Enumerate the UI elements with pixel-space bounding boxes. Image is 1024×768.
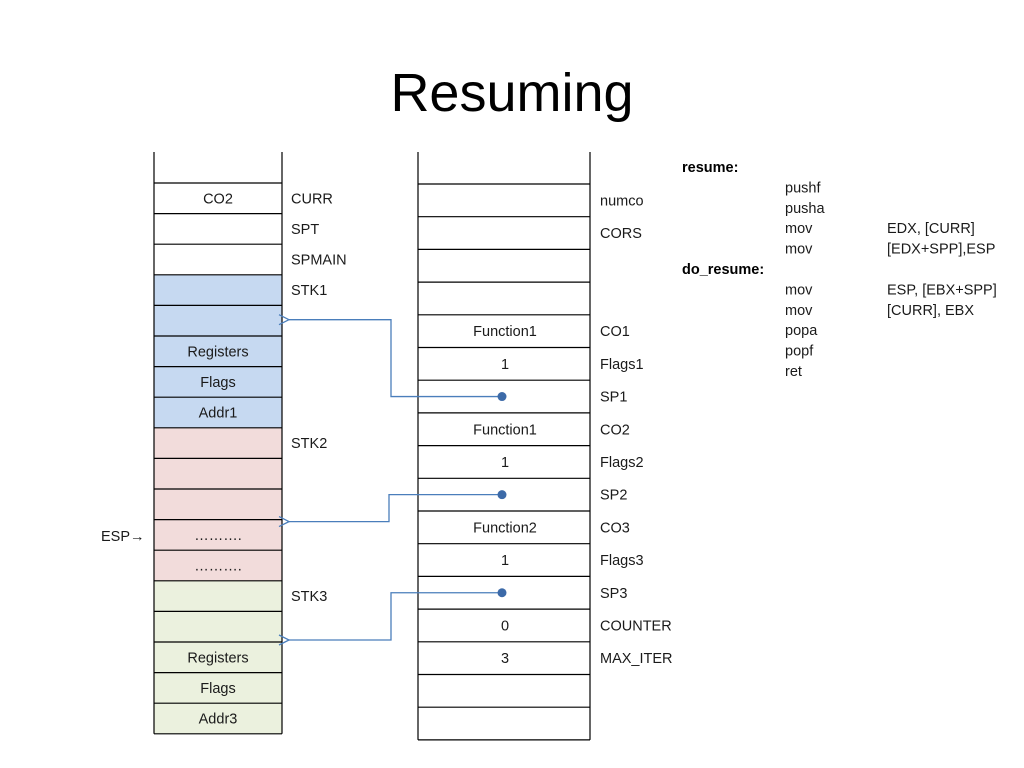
right-stack-cell <box>418 282 590 315</box>
instruction-args: [CURR], EBX <box>887 303 974 319</box>
do-resume-label: do_resume: <box>682 262 764 278</box>
instruction-op: pushf <box>785 180 821 196</box>
left-stack-cell <box>154 519 282 551</box>
instruction-args: ESP, [EBX+SPP] <box>887 282 997 298</box>
left-stack-cell <box>154 672 282 704</box>
right-stack-cell <box>418 412 590 446</box>
left-stack-cell <box>154 427 282 459</box>
right-cell-value: 1 <box>501 553 509 569</box>
instruction-op: popf <box>785 344 814 360</box>
instruction-op: mov <box>785 303 813 319</box>
right-stack-cell <box>418 674 590 708</box>
right-stack-cell <box>418 347 590 381</box>
left-stack-cell <box>154 642 282 673</box>
assembly-code: resume: pushf pusha mov EDX, [CURR] mov [EDX+S… <box>682 160 997 380</box>
left-stack-cell <box>154 611 282 642</box>
pointer-dot <box>497 490 507 500</box>
right-cell-value: 3 <box>501 651 509 667</box>
right-cell-value: Function1 <box>473 422 537 438</box>
instruction-op: ret <box>785 364 802 380</box>
right-stack-cell <box>418 314 590 348</box>
left-stack-cell <box>154 489 282 520</box>
left-stack-cell <box>154 458 282 489</box>
right-stack-cell <box>418 249 590 283</box>
instruction-op: pusha <box>785 201 825 217</box>
right-stack-cell <box>418 543 590 577</box>
right-cell-value: 1 <box>501 357 509 373</box>
right-cell-value: 0 <box>501 618 509 634</box>
right-stack-cell <box>418 707 590 740</box>
right-stack-cell <box>418 216 590 250</box>
right-cell-label: numco <box>600 193 644 209</box>
left-stack-cell <box>154 213 282 245</box>
left-stack-cell <box>154 397 282 428</box>
right-cell-label: CO3 <box>600 520 630 536</box>
stack-pointer-arrow <box>289 320 502 398</box>
right-stack-cell <box>418 184 590 217</box>
right-cell-label: COUNTER <box>600 618 672 634</box>
left-cell-value: ………. <box>194 559 242 575</box>
right-cell-label: SP2 <box>600 488 627 504</box>
left-cell-label: STK3 <box>291 589 327 605</box>
left-cell-label: SPT <box>291 222 319 238</box>
left-cell-label: STK2 <box>291 436 327 452</box>
left-cell-value: Registers <box>187 344 248 360</box>
left-stack-cell <box>154 244 282 275</box>
right-cell-value: Function1 <box>473 324 537 340</box>
right-cell-label: CO1 <box>600 324 630 340</box>
right-cell-label: CO2 <box>600 422 630 438</box>
left-stack-cell <box>154 183 282 214</box>
left-stack-cell <box>154 305 282 336</box>
right-cell-label: Flags3 <box>600 553 644 569</box>
left-cell-label: CURR <box>291 191 333 207</box>
right-stack-cell <box>418 511 590 544</box>
left-stack-cell <box>154 580 282 612</box>
instruction-args: EDX, [CURR] <box>887 221 975 237</box>
stack-pointer-arrow <box>289 592 502 640</box>
right-stack-cell <box>418 152 590 184</box>
right-cell-label: MAX_ITER <box>600 651 673 667</box>
left-stack-cell <box>154 152 282 183</box>
right-stack-cell <box>418 641 590 675</box>
esp-pointer-label: ESP→ <box>101 529 145 545</box>
left-stack-cell <box>154 366 282 398</box>
pointer-dot <box>497 588 507 598</box>
resume-label: resume: <box>682 160 738 176</box>
left-cell-value: Addr1 <box>199 406 238 422</box>
right-cell-label: Flags1 <box>600 357 644 373</box>
right-cell-label: CORS <box>600 226 642 242</box>
right-cell-value: 1 <box>501 455 509 471</box>
right-cell-label: SP1 <box>600 390 627 406</box>
left-cell-label: STK1 <box>291 283 327 299</box>
left-cell-value: Flags <box>200 375 235 391</box>
right-cell-value: Function2 <box>473 520 537 536</box>
right-stack-cell <box>418 609 590 642</box>
stack-pointer-arrow <box>289 493 502 522</box>
instruction-args: [EDX+SPP],ESP <box>887 242 995 258</box>
right-cell-label: Flags2 <box>600 455 644 471</box>
left-cell-value: CO2 <box>203 191 233 207</box>
left-stack-cell <box>154 274 282 306</box>
left-cell-value: Flags <box>200 681 235 697</box>
left-cell-value: ………. <box>194 528 242 544</box>
left-cell-value: Addr3 <box>199 712 238 728</box>
left-stack-cell <box>154 550 282 581</box>
right-stack-cell <box>418 445 590 479</box>
right-cell-label: SP3 <box>600 586 627 602</box>
instruction-op: mov <box>785 221 813 237</box>
left-cell-value: Registers <box>187 650 248 666</box>
pointer-dot <box>497 392 507 402</box>
left-stack-cell <box>154 703 282 734</box>
left-stack-cell <box>154 336 282 367</box>
left-cell-label: SPMAIN <box>291 253 347 269</box>
instruction-op: popa <box>785 323 818 339</box>
instruction-op: mov <box>785 242 813 258</box>
slide-title: Resuming <box>390 63 634 123</box>
instruction-op: mov <box>785 282 813 298</box>
pointer-arrows <box>289 320 507 640</box>
